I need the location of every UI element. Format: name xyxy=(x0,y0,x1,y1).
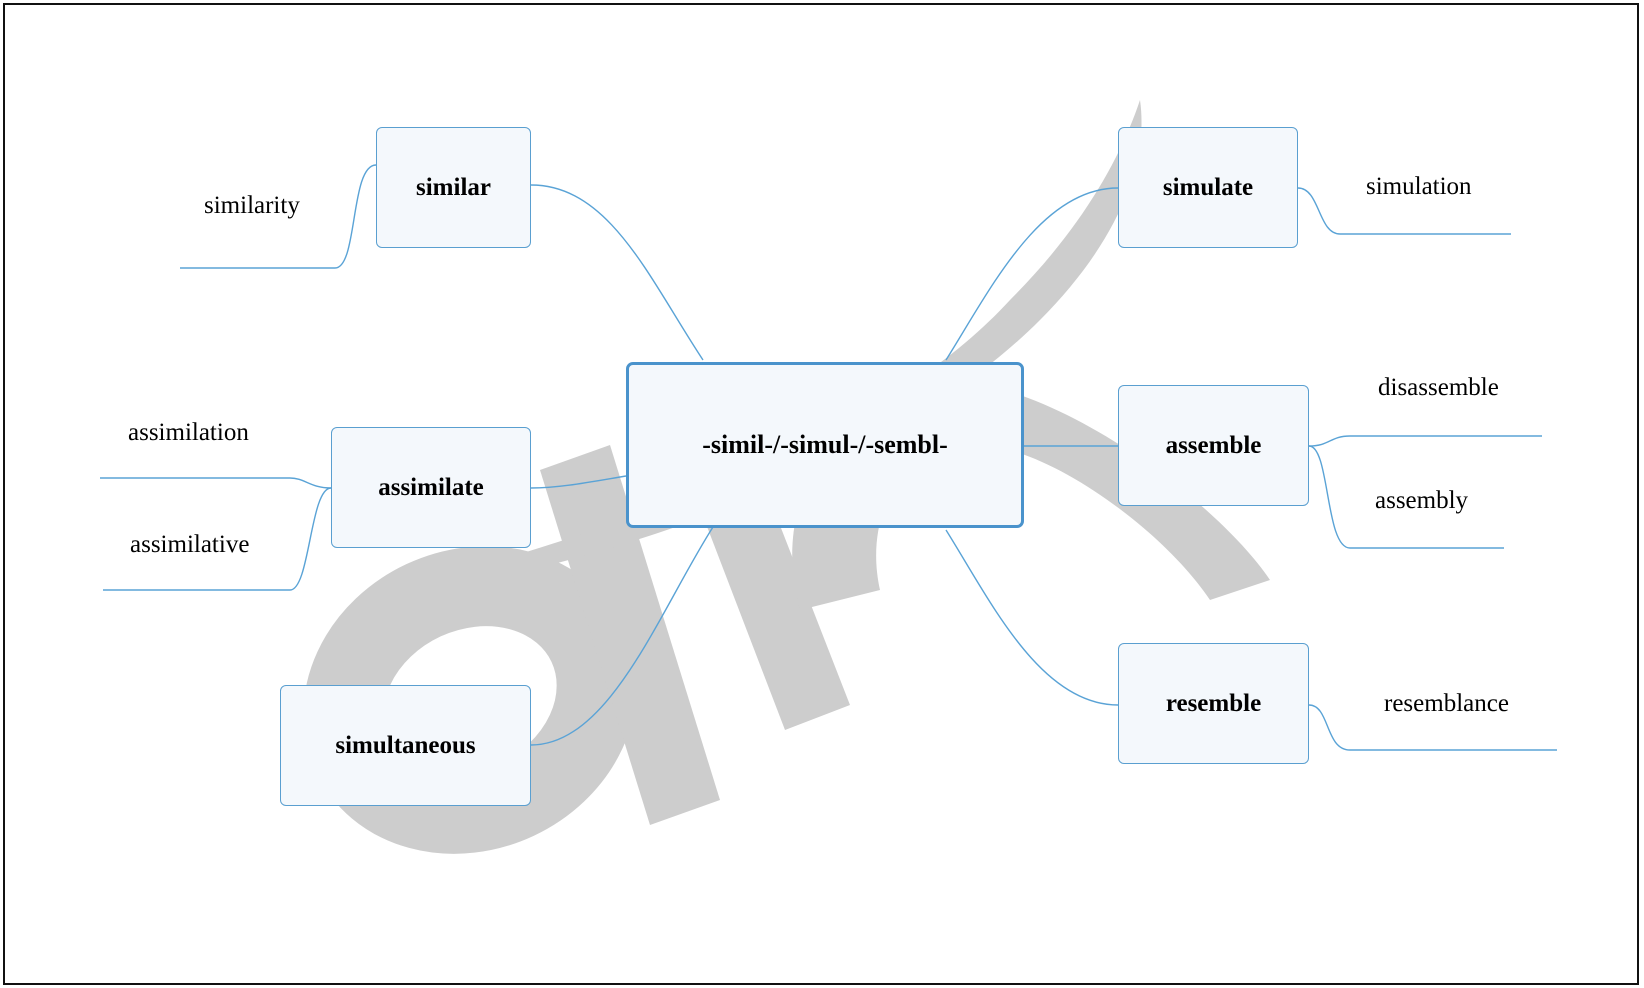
node-simulate[interactable]: simulate xyxy=(1118,127,1298,248)
node-simultaneous[interactable]: simultaneous xyxy=(280,685,531,806)
node-similar[interactable]: similar xyxy=(376,127,531,248)
link-assimilation xyxy=(100,477,332,489)
link-assimilate xyxy=(530,475,627,489)
link-assimilative xyxy=(103,487,332,591)
link-simulate xyxy=(945,187,1119,361)
central-topic[interactable]: -simil-/-simul-/-sembl- xyxy=(626,362,1024,528)
link-disassemble xyxy=(1308,435,1542,447)
link-simulation xyxy=(1297,187,1511,235)
link-assembly xyxy=(1308,445,1504,549)
leaf-assembly[interactable]: assembly xyxy=(1375,487,1469,514)
link-similar xyxy=(530,184,704,361)
leaf-simulation[interactable]: simulation xyxy=(1366,173,1472,200)
leaf-assimilation[interactable]: assimilation xyxy=(128,419,249,446)
page-frame xyxy=(3,3,1639,985)
node-assemble[interactable]: assemble xyxy=(1118,385,1309,506)
leaf-assimilative[interactable]: assimilative xyxy=(130,531,250,558)
node-assimilate[interactable]: assimilate xyxy=(331,427,531,548)
leaf-resemblance[interactable]: resemblance xyxy=(1384,690,1509,717)
leaf-similarity[interactable]: similarity xyxy=(204,192,300,219)
node-resemble[interactable]: resemble xyxy=(1118,643,1309,764)
link-similarity xyxy=(180,164,377,269)
leaf-disassemble[interactable]: disassemble xyxy=(1378,374,1499,401)
link-resemblance xyxy=(1308,704,1557,751)
link-simultaneous xyxy=(530,526,714,746)
link-resemble xyxy=(945,529,1119,706)
